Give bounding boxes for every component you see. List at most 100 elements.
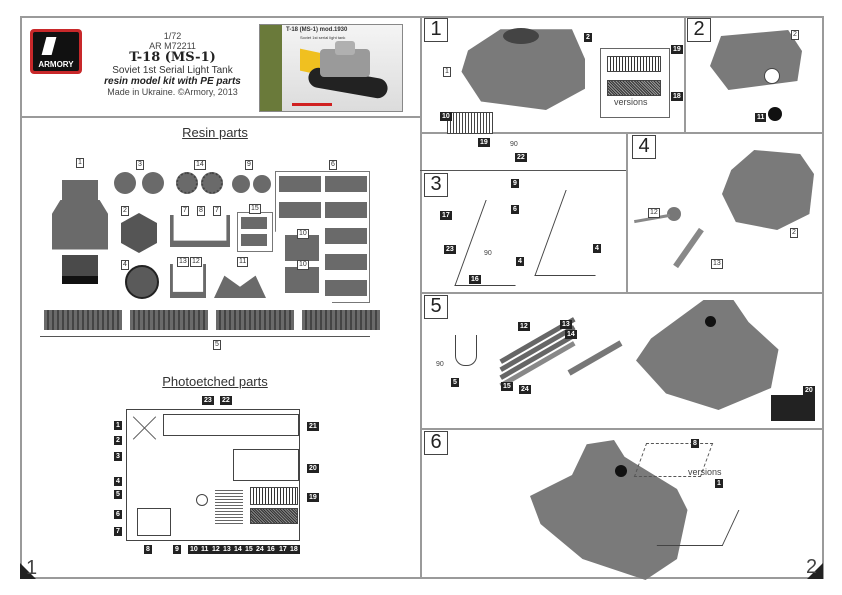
step-2-number: 2 (687, 18, 711, 42)
label-resin-5: 5 (213, 340, 221, 350)
label-resin-8: 8 (197, 206, 205, 216)
pe-stack-12-17 (215, 490, 243, 525)
step-3-label-4b: 4 (593, 244, 601, 253)
label-pe-1: 1 (114, 421, 122, 430)
bracket-5 (40, 336, 370, 337)
resin-part-turret (121, 213, 157, 253)
kit-type: resin model kit with PE parts (104, 76, 241, 87)
kit-code: AR M72211 (149, 41, 196, 51)
label-resin-14: 14 (194, 160, 206, 170)
pe-part-18 (250, 508, 298, 524)
resin-part-hull (52, 170, 108, 288)
box-art: T-18 (MS-1) mod.1930 Soviet 1st serial l… (259, 24, 403, 112)
step-4-ball (667, 207, 681, 221)
step-1-label-18: 18 (671, 92, 683, 101)
step-5-label-24: 24 (519, 385, 531, 394)
label-pe-13: 13 (221, 545, 233, 554)
pe-parts-heading: Photoetched parts (162, 374, 268, 389)
step-6-label-8: 8 (691, 439, 699, 448)
step-5-label-14: 14 (565, 330, 577, 339)
label-resin-15: 15 (249, 204, 261, 214)
pe-part-21 (163, 414, 299, 436)
made-in: Made in Ukraine. ©Armory, 2013 (107, 87, 238, 97)
label-pe-22: 22 (220, 396, 232, 405)
pe-part-8 (137, 508, 171, 536)
step-1-label-2: 2 (584, 33, 592, 42)
label-resin-13: 13 (177, 257, 189, 267)
label-pe-23: 23 (202, 396, 214, 405)
step-1-label-22: 22 (515, 153, 527, 162)
label-pe-14: 14 (232, 545, 244, 554)
step-3-label-9: 9 (511, 179, 519, 188)
label-pe-10: 10 (188, 545, 200, 554)
right-page-frame (420, 16, 824, 579)
step-5-part-20 (771, 395, 815, 421)
label-pe-8: 8 (144, 545, 152, 554)
page-number-left: 1 (26, 557, 38, 579)
label-pe-7: 7 (114, 527, 122, 536)
resin-sprue-10a (285, 235, 319, 261)
resin-sprues-6 (279, 176, 367, 298)
label-resin-12: 12 (190, 257, 202, 267)
resin-tracks-5 (44, 310, 380, 330)
label-resin-4: 4 (121, 260, 129, 270)
step-5-label-20: 20 (803, 386, 815, 395)
label-resin-7b: 7 (213, 206, 221, 216)
label-resin-2: 2 (121, 206, 129, 216)
logo-text: ARMORY (38, 60, 74, 69)
resin-parts-heading: Resin parts (182, 125, 248, 140)
label-pe-12: 12 (210, 545, 222, 554)
step-3-number: 3 (424, 173, 448, 197)
step-2-label-11: 11 (755, 113, 767, 122)
armory-logo: ARMORY (30, 29, 82, 74)
step-3-label-23: 23 (444, 245, 456, 254)
step-2-hatch (768, 107, 782, 121)
step-1-versions-label: versions (614, 97, 648, 107)
step-3-angle: 90 (484, 250, 492, 257)
pe-part-1-cross (130, 414, 160, 440)
scale: 1/72 (163, 31, 182, 41)
step-1-label-19b: 19 (671, 45, 683, 54)
label-resin-7a: 7 (181, 206, 189, 216)
resin-sprue-10b (285, 267, 319, 293)
step-5-number: 5 (424, 295, 448, 319)
step-1-label-1: 1 (443, 67, 451, 77)
label-pe-19: 19 (307, 493, 319, 502)
step-3-label-17: 17 (440, 211, 452, 220)
resin-part-hatch (125, 265, 159, 299)
step-2-label-2: 2 (791, 30, 799, 40)
pe-part-20 (233, 449, 299, 481)
step-3-label-6: 6 (511, 205, 519, 214)
step-2-turret (710, 30, 802, 90)
label-pe-3: 3 (114, 452, 122, 461)
step-5-label-12: 12 (518, 322, 530, 331)
kit-info: 1/72 AR M72211 T-18 (MS-1) Soviet 1st Se… (85, 31, 260, 97)
step-6-number: 6 (424, 431, 448, 455)
step-3-label-16: 16 (469, 275, 481, 284)
step-6-label-1: 1 (715, 479, 723, 488)
box-art-subtitle: Soviet 1st serial light tank (300, 35, 346, 40)
label-pe-15: 15 (243, 545, 255, 554)
label-resin-3: 3 (136, 160, 144, 170)
label-pe-20: 20 (307, 464, 319, 473)
step-1-grille (447, 112, 493, 134)
label-pe-21: 21 (307, 422, 319, 431)
step-1-versions-box (600, 48, 670, 118)
pe-part-11 (196, 494, 208, 506)
label-pe-9: 9 (173, 545, 181, 554)
label-pe-24: 24 (254, 545, 266, 554)
step-6-versions-label: versions (688, 467, 722, 477)
label-resin-11: 11 (237, 257, 249, 267)
label-resin-9: 9 (245, 160, 253, 170)
step-4-label-13: 13 (711, 259, 723, 269)
step-5-slats (495, 317, 576, 388)
step-4-number: 4 (632, 135, 656, 159)
label-resin-10b: 10 (297, 260, 309, 270)
label-pe-18: 18 (288, 545, 300, 554)
label-pe-2: 2 (114, 436, 122, 445)
label-pe-6: 6 (114, 510, 122, 519)
box-art-title: T-18 (MS-1) mod.1930 (286, 27, 348, 33)
label-pe-4: 4 (114, 477, 122, 486)
label-pe-17: 17 (277, 545, 289, 554)
label-pe-16: 16 (265, 545, 277, 554)
